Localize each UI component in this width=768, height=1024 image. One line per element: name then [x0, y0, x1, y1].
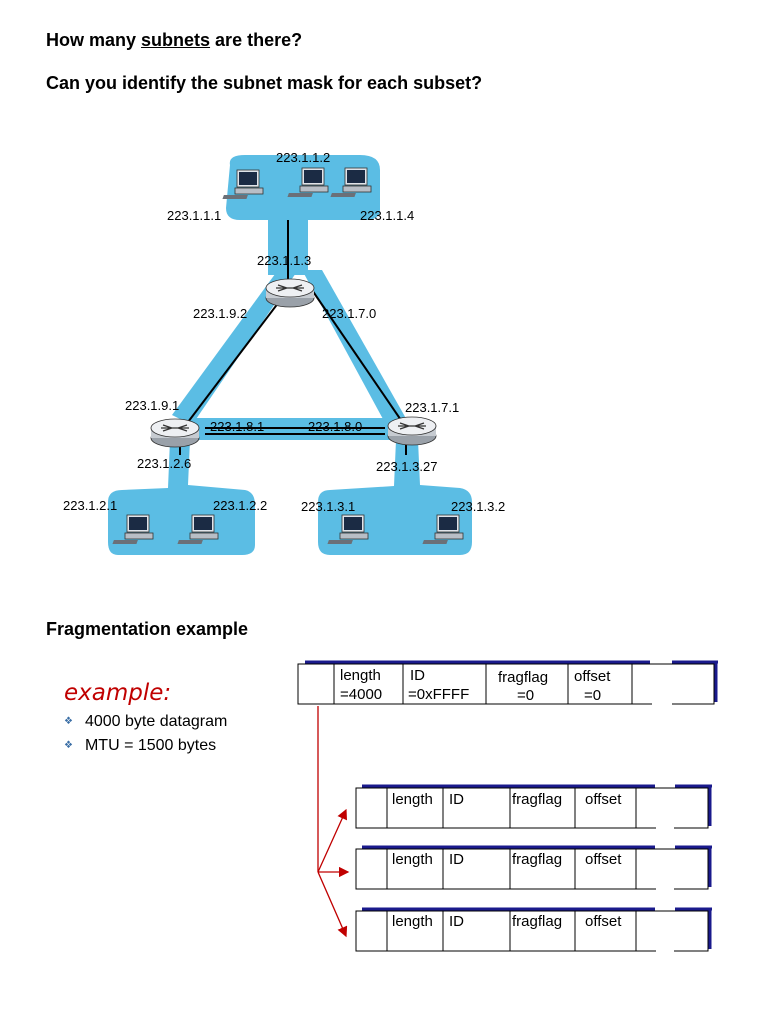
- network-diagram: 223.1.1.2 223.1.1.1 223.1.1.4 223.1.1.3 …: [63, 150, 505, 555]
- field-fragflag-label: fragflag: [512, 851, 562, 868]
- ip-label: 223.1.1.3: [257, 253, 311, 268]
- field-offset-label: offset: [585, 851, 622, 868]
- field-length-value: =4000: [340, 686, 382, 703]
- field-length-label: length: [340, 667, 381, 684]
- field-id-label: ID: [449, 913, 464, 930]
- field-id-label: ID: [449, 791, 464, 808]
- diamond-bullet-icon: ❖: [64, 740, 73, 752]
- question-subnet-mask: Can you identify the subnet mask for eac…: [46, 73, 483, 93]
- field-id-label: ID: [410, 667, 425, 684]
- fragment-datagram: length ID fragflag offset: [355, 907, 712, 953]
- field-fragflag-label: fragflag: [512, 791, 562, 808]
- field-length-label: length: [392, 913, 433, 930]
- ip-label: 223.1.1.4: [360, 208, 414, 223]
- ip-label: 223.1.2.1: [63, 498, 117, 513]
- field-offset-label: offset: [585, 791, 622, 808]
- ip-label: 223.1.9.2: [193, 306, 247, 321]
- fragment-datagram: length ID fragflag offset: [355, 784, 712, 830]
- original-datagram: length =4000 ID =0xFFFF fragflag =0 offs…: [297, 660, 718, 706]
- ip-label: 223.1.2.6: [137, 456, 191, 471]
- field-offset-value: =0: [584, 687, 601, 704]
- router-icon: [387, 416, 437, 446]
- field-offset-label: offset: [585, 913, 622, 930]
- field-id-value: =0xFFFF: [408, 686, 469, 703]
- bullet-item: ❖MTU = 1500 bytes: [64, 737, 217, 754]
- router-icon: [265, 278, 315, 308]
- field-fragflag-label: fragflag: [498, 669, 548, 686]
- subnet-blobs: [108, 155, 472, 555]
- ip-label: 223.1.1.2: [276, 150, 330, 165]
- question-subnet-count: How many subnets are there?: [46, 30, 303, 50]
- router-icon: [150, 418, 200, 448]
- ip-label: 223.1.8.0: [308, 419, 362, 434]
- example-label: example:: [64, 680, 172, 706]
- fragmentation-diagram: length =4000 ID =0xFFFF fragflag =0 offs…: [297, 660, 718, 953]
- ip-label: 223.1.1.1: [167, 208, 221, 223]
- field-length-label: length: [392, 851, 433, 868]
- ip-label: 223.1.3.1: [301, 499, 355, 514]
- ip-label: 223.1.3.27: [376, 459, 437, 474]
- field-offset-label: offset: [574, 668, 611, 685]
- ip-label: 223.1.7.1: [405, 400, 459, 415]
- fragmentation-arrows: [317, 706, 350, 938]
- field-fragflag-value: =0: [517, 687, 534, 704]
- ip-label: 223.1.2.2: [213, 498, 267, 513]
- bullet-item: ❖4000 byte datagram: [64, 713, 228, 730]
- field-id-label: ID: [449, 851, 464, 868]
- subnets-underlined: subnets: [141, 30, 211, 50]
- ip-label: 223.1.3.2: [451, 499, 505, 514]
- ip-label: 223.1.9.1: [125, 398, 179, 413]
- diamond-bullet-icon: ❖: [64, 716, 73, 728]
- fragmentation-title: Fragmentation example: [46, 619, 249, 639]
- ip-label: 223.1.8.1: [210, 419, 264, 434]
- fragment-datagram: length ID fragflag offset: [355, 845, 712, 891]
- field-fragflag-label: fragflag: [512, 913, 562, 930]
- field-length-label: length: [392, 791, 433, 808]
- ip-label: 223.1.7.0: [322, 306, 376, 321]
